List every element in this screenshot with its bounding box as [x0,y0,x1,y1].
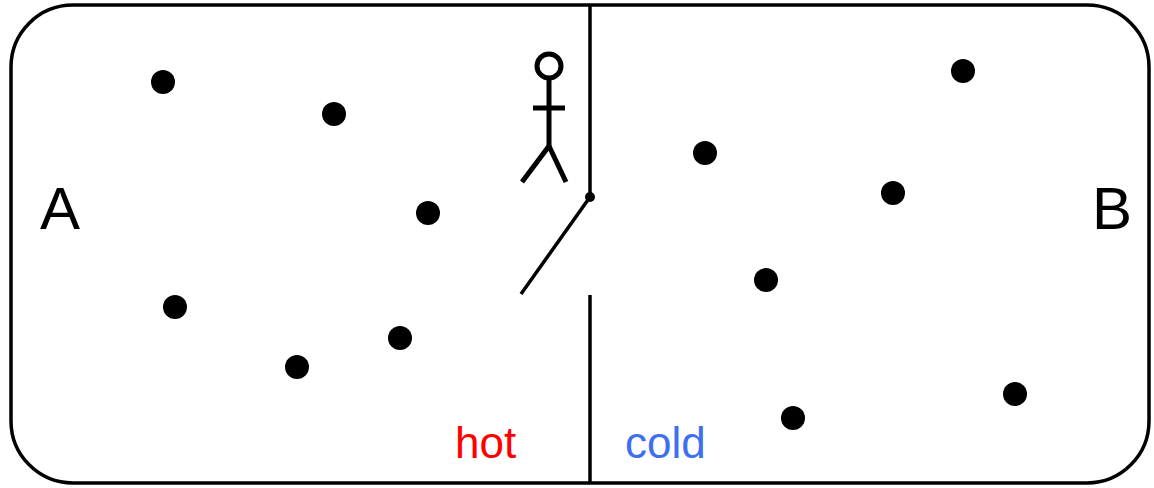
molecule [881,181,905,205]
demon-leg [522,146,549,182]
molecule [388,326,412,350]
divider-wall [588,5,592,197]
demon-figure [522,54,566,182]
molecule [951,59,975,83]
molecule [163,295,187,319]
molecules [151,59,1027,430]
chamber-label: B [1092,179,1132,239]
demon-arms [533,106,565,111]
molecule [693,141,717,165]
molecule [151,70,175,94]
demon-head [537,54,561,78]
molecule [754,268,778,292]
trapdoor [521,197,590,294]
molecule [285,355,309,379]
temperature-label: hot [455,421,516,465]
molecule [322,102,346,126]
molecule [781,406,805,430]
molecule [1003,382,1027,406]
molecule [416,201,440,225]
demon-leg [549,146,566,182]
container-outline [11,5,1149,483]
temperature-label: cold [625,421,706,465]
chamber-label: A [40,179,80,239]
hinge [585,192,595,202]
divider-wall [588,295,592,483]
demon-body [547,78,552,150]
